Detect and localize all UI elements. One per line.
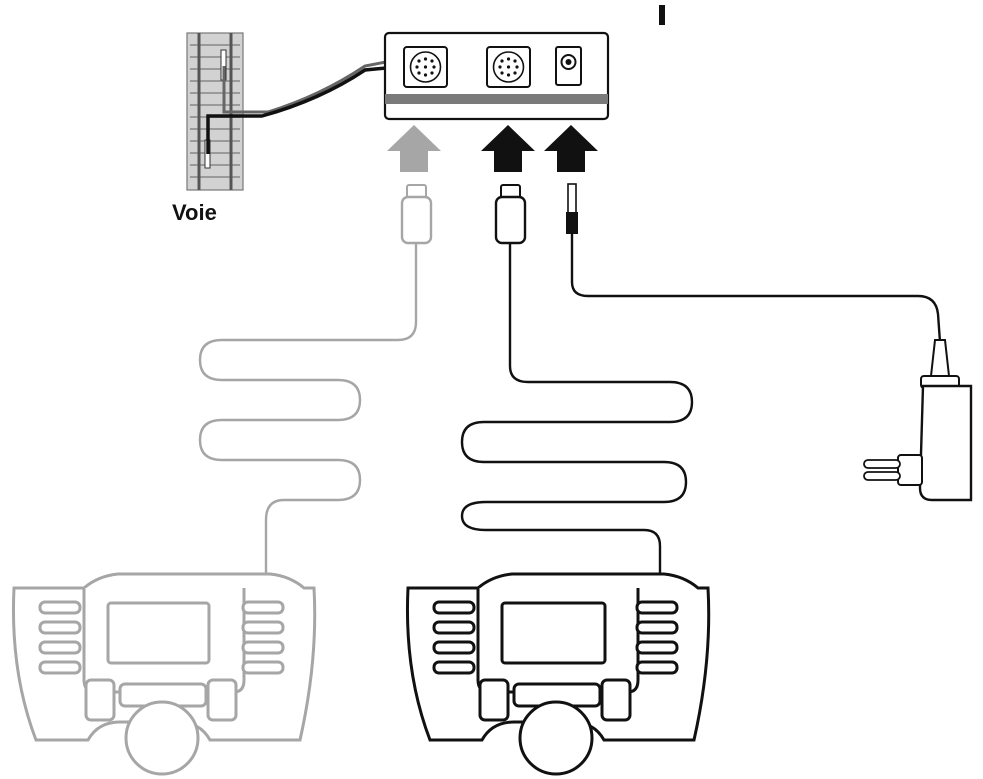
track-section-icon — [186, 32, 387, 191]
grey-cable — [198, 243, 418, 580]
din-plug-icon — [494, 184, 527, 245]
track-label: Voie — [172, 200, 217, 225]
power-cable — [570, 234, 942, 343]
up-arrow-icon — [387, 125, 441, 172]
top-mark — [659, 5, 665, 25]
power-adapter-icon — [863, 339, 973, 502]
din-plug-icon — [400, 184, 433, 245]
black-cable — [460, 243, 694, 582]
din-socket-icon — [403, 46, 448, 88]
din-socket-icon — [486, 46, 531, 88]
handheld-controller-icon — [405, 572, 711, 776]
handheld-controller-icon — [11, 572, 317, 776]
power-pin-icon — [566, 183, 578, 234]
up-arrow-icon — [544, 125, 598, 172]
power-socket-icon — [555, 46, 582, 86]
up-arrow-icon — [481, 125, 535, 172]
connection-box-icon — [383, 31, 610, 121]
